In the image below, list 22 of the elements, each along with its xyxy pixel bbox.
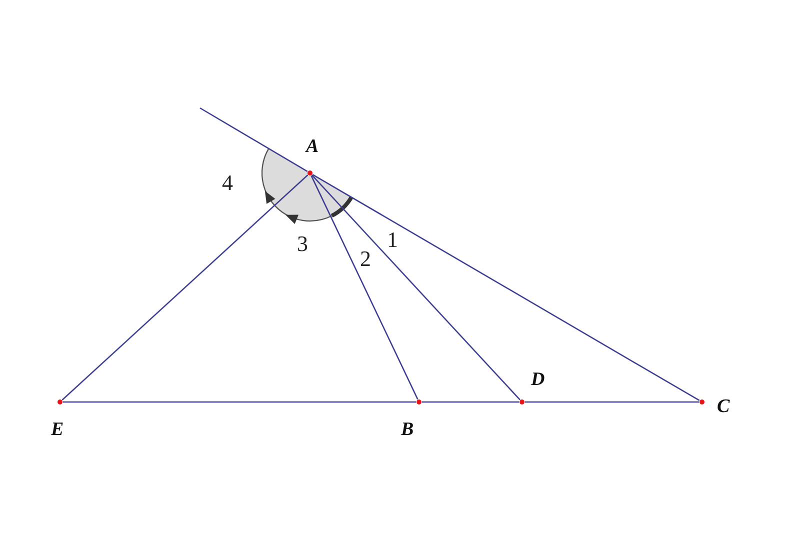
point-dot [416, 400, 422, 404]
angle-label: 1 [387, 229, 398, 251]
line-segment [525, 401, 699, 403]
line-segment [62, 174, 308, 400]
point-label: A [306, 137, 319, 156]
point-label: D [531, 370, 545, 389]
line-segment [422, 401, 519, 403]
point-dot [308, 170, 312, 176]
angle-label: 3 [297, 233, 308, 255]
line-segment [200, 107, 308, 172]
angle-label: 2 [360, 248, 371, 270]
angle-label: 4 [222, 172, 233, 194]
point-dot [520, 400, 524, 404]
point-label: C [717, 397, 730, 416]
line-segment [310, 175, 418, 400]
line-segment [63, 401, 416, 403]
point-dot [58, 400, 62, 404]
point-dot [700, 400, 704, 404]
line-segment [312, 174, 700, 402]
point-label: B [401, 420, 414, 439]
point-label: E [51, 420, 64, 439]
line-segment [312, 174, 520, 400]
